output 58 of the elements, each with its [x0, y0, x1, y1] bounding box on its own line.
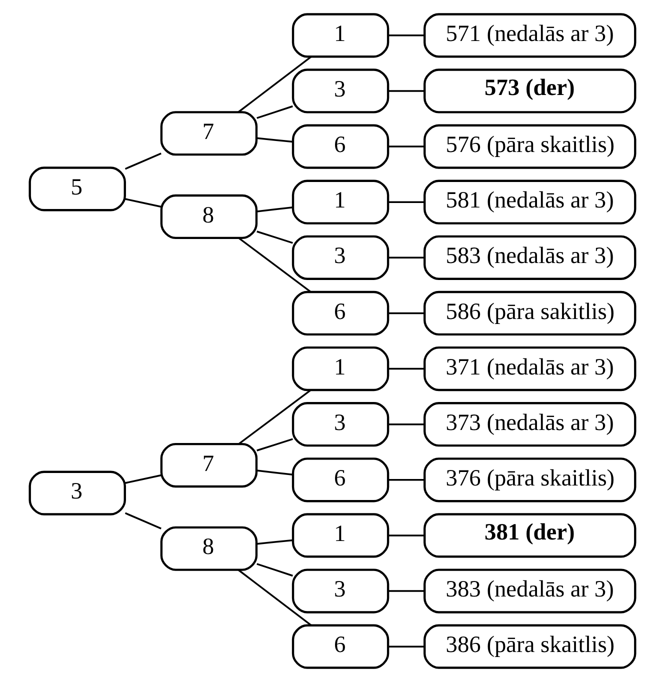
connector: [388, 423, 424, 426]
node-box: 1: [292, 513, 390, 558]
node-box: 571 (nedalās ar 3): [424, 13, 636, 58]
node-box: 7: [160, 442, 258, 488]
connector: [238, 569, 312, 626]
connector: [256, 438, 293, 452]
node-box: 1: [292, 13, 390, 58]
node-box: 3: [292, 235, 390, 280]
node-box: 573 (der): [424, 68, 636, 114]
node-box: 381 (der): [424, 513, 636, 558]
node-box: 8: [160, 526, 258, 571]
connector: [256, 539, 293, 545]
connector: [388, 479, 424, 481]
node-box: 3: [292, 68, 390, 114]
connector: [238, 389, 312, 445]
connector: [388, 590, 424, 592]
connector: [238, 237, 312, 293]
node-box: 1: [292, 180, 390, 224]
node-box: 6: [292, 624, 390, 669]
connector: [125, 474, 162, 484]
connector: [124, 152, 162, 170]
node-box: 586 (pāra sakitlis): [424, 290, 636, 336]
connector: [388, 90, 424, 92]
connector: [256, 137, 293, 143]
connector: [388, 534, 424, 536]
connector: [256, 206, 293, 212]
connector: [388, 256, 424, 259]
node-box: 371 (nedalās ar 3): [424, 346, 636, 392]
node-box: 3: [28, 470, 126, 516]
node-box: 383 (nedalās ar 3): [424, 568, 636, 614]
node-box: 583 (nedalās ar 3): [424, 235, 636, 280]
node-box: 6: [292, 290, 390, 336]
connector: [256, 105, 293, 119]
connector: [388, 201, 424, 203]
node-box: 6: [292, 458, 390, 502]
connector: [256, 470, 293, 476]
node-box: 1: [292, 346, 390, 392]
node-box: 5: [28, 166, 126, 212]
connector: [238, 56, 312, 113]
node-box: 6: [292, 124, 390, 169]
connector: [388, 312, 424, 314]
connector: [388, 368, 424, 370]
node-box: 8: [160, 194, 258, 240]
node-box: 7: [160, 111, 258, 156]
connector: [256, 563, 293, 577]
node-box: 373 (nedalās ar 3): [424, 402, 636, 447]
node-box: 3: [292, 568, 390, 614]
connector: [388, 146, 424, 148]
node-box: 581 (nedalās ar 3): [424, 180, 636, 224]
node-box: 376 (pāra skaitlis): [424, 458, 636, 502]
node-box: 576 (pāra skaitlis): [424, 124, 636, 169]
node-box: 386 (pāra skaitlis): [424, 624, 636, 669]
connector: [125, 198, 162, 208]
connector: [124, 512, 162, 530]
connector: [256, 230, 293, 244]
node-box: 3: [292, 402, 390, 447]
connector: [388, 34, 424, 36]
connector: [388, 646, 424, 648]
